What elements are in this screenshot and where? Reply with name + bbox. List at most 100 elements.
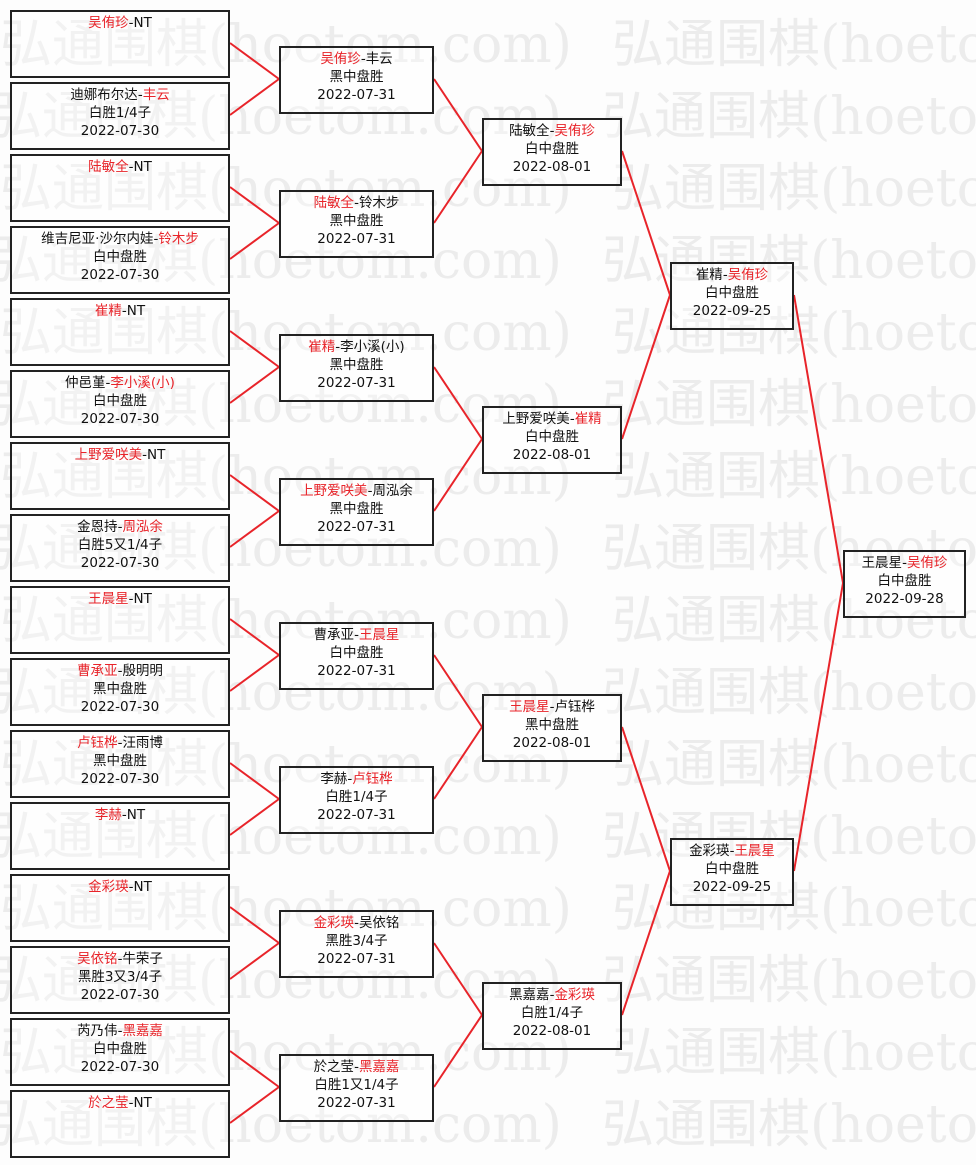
- white-player[interactable]: 王晨星: [734, 843, 775, 859]
- match-box[interactable]: 王晨星-NT: [10, 586, 230, 654]
- black-player[interactable]: 上野爱咲美: [74, 447, 143, 463]
- black-player[interactable]: 王晨星: [88, 591, 129, 607]
- black-player[interactable]: 李赫: [320, 771, 348, 787]
- black-player[interactable]: 吴依铭: [77, 951, 118, 967]
- black-player[interactable]: 吴侑珍: [88, 15, 129, 31]
- watermark-text: 弘通围棋(hoetom.com): [0, 303, 572, 363]
- black-player[interactable]: 黑嘉嘉: [509, 987, 550, 1003]
- white-player[interactable]: 铃木步: [158, 231, 199, 247]
- black-player[interactable]: 迪娜布尔达: [70, 87, 138, 103]
- white-player[interactable]: 汪雨博: [122, 735, 163, 751]
- white-player[interactable]: 吴侑珍: [727, 267, 769, 283]
- white-player[interactable]: 卢钰桦: [554, 699, 595, 715]
- black-player[interactable]: 王晨星: [861, 555, 903, 571]
- black-player[interactable]: 於之莹: [313, 1059, 355, 1075]
- match-box[interactable]: 上野爱咲美-NT: [10, 442, 230, 510]
- black-player[interactable]: 金彩瑛: [689, 843, 730, 859]
- black-player[interactable]: 陆敏全: [509, 123, 550, 139]
- white-player[interactable]: NT: [126, 807, 146, 823]
- black-player[interactable]: 卢钰桦: [77, 735, 118, 751]
- white-player[interactable]: 铃木步: [358, 195, 400, 211]
- match-players: 上野爱咲美-NT: [12, 446, 228, 464]
- white-player[interactable]: 李小溪(小): [340, 339, 405, 355]
- black-player[interactable]: 於之莹: [88, 1095, 129, 1111]
- white-player[interactable]: 崔精: [574, 411, 602, 427]
- white-player[interactable]: 周泓余: [372, 483, 413, 499]
- white-player[interactable]: 黑嘉嘉: [358, 1059, 400, 1075]
- white-player[interactable]: 卢钰桦: [352, 771, 393, 787]
- black-player[interactable]: 维吉尼亚·沙尔内娃: [41, 231, 154, 247]
- white-player[interactable]: 王晨星: [358, 627, 400, 643]
- black-player[interactable]: 仲邑堇: [65, 375, 106, 391]
- match-box[interactable]: 崔精-NT: [10, 298, 230, 366]
- white-player[interactable]: 吴侑珍: [906, 555, 948, 571]
- match-box[interactable]: 陆敏全-NT: [10, 154, 230, 222]
- black-player[interactable]: 崔精: [94, 303, 122, 319]
- white-player[interactable]: 黑嘉嘉: [122, 1023, 163, 1039]
- match-result: 黑中盘胜: [329, 69, 384, 85]
- black-player[interactable]: 陆敏全: [88, 159, 129, 175]
- match-date: 2022-08-01: [512, 447, 592, 463]
- white-player[interactable]: NT: [133, 591, 152, 607]
- black-player[interactable]: 芮乃伟: [77, 1023, 118, 1039]
- black-player[interactable]: 上野爱咲美: [502, 411, 570, 427]
- match-box[interactable]: 金彩瑛-NT: [10, 874, 230, 942]
- black-player[interactable]: 上野爱咲美: [300, 483, 368, 499]
- white-player[interactable]: 金彩瑛: [554, 987, 595, 1003]
- white-player[interactable]: 丰云: [142, 87, 170, 103]
- black-player[interactable]: 金恩持: [77, 519, 118, 535]
- black-player[interactable]: 吴侑珍: [320, 51, 361, 67]
- match-box[interactable]: 吴侑珍-NT: [10, 10, 230, 78]
- black-player[interactable]: 曹承亚: [77, 663, 118, 679]
- black-player[interactable]: 王晨星: [509, 699, 550, 715]
- watermark-text: 弘通围棋(hoetom.com): [611, 735, 976, 795]
- black-player[interactable]: 金彩瑛: [313, 915, 355, 931]
- match-result: [12, 896, 228, 914]
- white-player[interactable]: NT: [133, 1095, 152, 1111]
- black-player[interactable]: 金彩瑛: [88, 879, 129, 895]
- white-player[interactable]: 殷明明: [122, 663, 163, 679]
- white-player[interactable]: NT: [133, 15, 152, 31]
- match-players: 陆敏全-NT: [12, 158, 228, 176]
- black-player[interactable]: 曹承亚: [313, 627, 355, 643]
- black-player[interactable]: 陆敏全: [313, 195, 355, 211]
- white-player[interactable]: NT: [147, 447, 166, 463]
- white-player[interactable]: NT: [133, 879, 152, 895]
- match-box[interactable]: 於之莹-NT: [10, 1090, 230, 1158]
- white-player[interactable]: 吴侑珍: [554, 123, 595, 139]
- white-player[interactable]: 周泓余: [122, 519, 163, 535]
- black-player[interactable]: 崔精: [695, 267, 723, 283]
- white-player[interactable]: 吴依铭: [358, 915, 400, 931]
- white-player[interactable]: NT: [133, 159, 152, 175]
- white-player[interactable]: 牛荣子: [122, 951, 163, 967]
- match-box[interactable]: 李赫-NT: [10, 802, 230, 870]
- white-player[interactable]: NT: [126, 303, 146, 319]
- black-player[interactable]: 崔精: [308, 339, 336, 355]
- white-player[interactable]: 李小溪(小): [110, 375, 175, 391]
- white-player[interactable]: 丰云: [365, 51, 393, 67]
- black-player[interactable]: 李赫: [94, 807, 122, 823]
